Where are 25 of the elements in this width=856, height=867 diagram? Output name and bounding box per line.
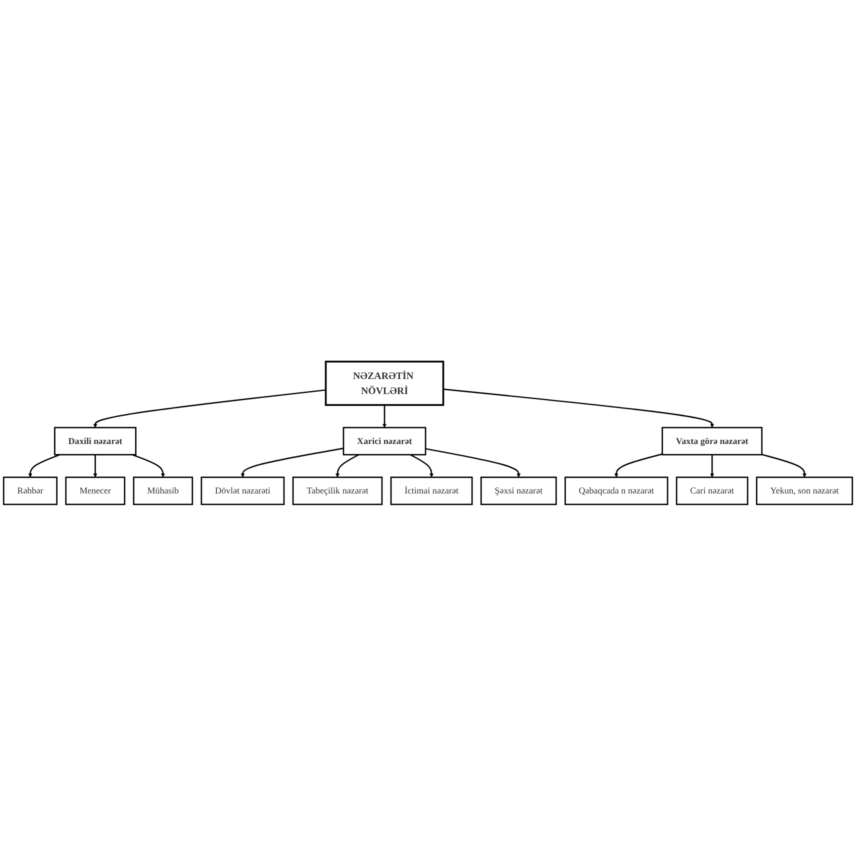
arrow xyxy=(443,389,714,428)
arrow xyxy=(382,405,386,428)
arrow xyxy=(425,448,521,478)
node-box: İctimai nəzarət xyxy=(390,477,473,506)
node-box: NƏZARƏTİN NÖVLƏRİ xyxy=(324,361,444,406)
node-box: Tabeçilik nəzarət xyxy=(292,477,383,506)
arrow xyxy=(410,454,434,478)
node-box: Mühasib xyxy=(132,477,194,506)
arrow xyxy=(93,390,326,428)
node-box: Xarici nəzarət xyxy=(342,427,426,456)
node-box: Yekun, son nəzarət xyxy=(756,477,854,506)
node-box: Menecer xyxy=(65,477,126,506)
node-box: Qabaqcada n nəzarət xyxy=(564,477,668,506)
arrow xyxy=(762,454,806,478)
arrow xyxy=(336,454,360,478)
node-box: Şəxsi nəzarət xyxy=(480,477,557,506)
node-box: Dövlət nəzarəti xyxy=(200,477,285,506)
arrow xyxy=(614,454,662,478)
node-box: Vaxta görə nəzarət xyxy=(662,427,763,456)
arrow xyxy=(240,448,344,478)
arrow xyxy=(710,455,714,478)
node-box: Cari nəzarət xyxy=(676,477,748,506)
arrow xyxy=(93,455,98,478)
node-box: Daxili nəzarət xyxy=(54,427,136,456)
node-box: Rəhbər xyxy=(2,477,58,506)
